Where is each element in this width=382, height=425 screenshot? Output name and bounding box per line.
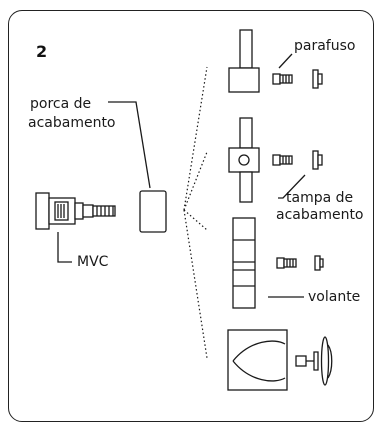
cap-3 [314, 255, 324, 271]
screw-3 [276, 257, 297, 269]
step-number: 2 [36, 42, 48, 61]
porca-label-line-2: acabamento [28, 115, 116, 131]
parafuso-leader-line [278, 53, 293, 69]
diagram-frame [8, 10, 374, 422]
round-cover-disc [320, 336, 333, 386]
push-button-pin [295, 351, 319, 371]
cap-2 [312, 150, 323, 170]
parafuso-label: parafuso [294, 38, 356, 54]
mvc-cartridge [35, 192, 116, 230]
porca-leader-line [108, 101, 151, 189]
tampa-label-line-1: tampa de [286, 190, 354, 206]
mvc-leader-line [57, 232, 72, 263]
tampa-leader-line [278, 174, 306, 199]
tampa-label-line-2: acabamento [276, 207, 364, 223]
square-plate [227, 329, 288, 391]
porca-label-line-1: porca de [30, 96, 92, 112]
volante-label: volante [308, 289, 361, 305]
dotted-guide-lines [183, 66, 208, 359]
screw-2 [272, 154, 293, 166]
finishing-nut [139, 190, 167, 233]
mvc-label: MVC [77, 254, 109, 270]
lever-handle-top [228, 29, 260, 93]
lever-handle-cross [228, 117, 260, 203]
knob-handle [232, 217, 256, 309]
screw-1 [272, 73, 293, 85]
cap-1 [312, 69, 323, 89]
